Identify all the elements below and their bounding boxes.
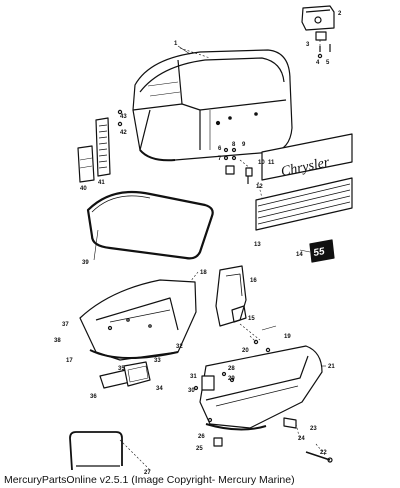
callout-leaders — [93, 45, 326, 367]
callout-8: 8 — [232, 142, 236, 148]
callout-16: 16 — [250, 278, 257, 284]
cowl-seal — [86, 190, 214, 260]
callout-6: 6 — [218, 146, 222, 152]
cowl-plates — [99, 361, 151, 389]
callout-29: 29 — [228, 376, 235, 382]
callout-3: 3 — [306, 42, 310, 48]
fasteners-lower — [207, 417, 333, 463]
callout-36: 36 — [90, 394, 97, 400]
lower-cowl-right — [199, 339, 323, 431]
callout-39: 39 — [82, 260, 89, 266]
lower-cowl-left — [79, 279, 197, 361]
callout-24: 24 — [298, 436, 305, 442]
latch-assembly-upper — [301, 5, 335, 59]
latch-hardware-lower — [193, 371, 235, 391]
top-cowl — [132, 49, 293, 162]
callout-4: 4 — [316, 60, 320, 66]
callout-9: 9 — [242, 142, 246, 148]
callout-34: 34 — [156, 386, 163, 392]
callout-numbers: 1 2 3 4 5 6 7 8 9 10 11 12 13 14 15 16 1… — [54, 11, 342, 476]
callout-5: 5 — [326, 60, 330, 66]
callout-18: 18 — [200, 270, 207, 276]
side-vent-panel — [77, 109, 123, 183]
callout-25: 25 — [196, 446, 203, 452]
callout-20: 20 — [242, 348, 249, 354]
chrysler-decal — [255, 133, 353, 231]
callout-17: 17 — [66, 358, 73, 364]
callout-32: 32 — [176, 344, 183, 350]
callout-2: 2 — [338, 11, 342, 17]
callout-21: 21 — [328, 364, 335, 370]
callout-15: 15 — [248, 316, 255, 322]
callout-23: 23 — [310, 426, 317, 432]
callout-38: 38 — [54, 338, 61, 344]
callout-26: 26 — [198, 434, 205, 440]
callout-7: 7 — [218, 156, 222, 162]
callout-22: 22 — [320, 450, 327, 456]
callout-35: 35 — [118, 366, 125, 372]
callout-37: 37 — [62, 322, 69, 328]
latch-bracket — [215, 265, 247, 327]
callout-43: 43 — [120, 114, 127, 120]
callout-31: 31 — [190, 374, 197, 380]
image-caption: MercuryPartsOnline v2.5.1 (Image Copyrig… — [4, 474, 295, 486]
callout-40: 40 — [80, 186, 87, 192]
callout-12: 12 — [256, 184, 263, 190]
callout-30: 30 — [188, 388, 195, 394]
hp-badge — [309, 239, 335, 263]
callout-1: 1 — [174, 41, 178, 47]
callout-14: 14 — [296, 252, 303, 258]
callout-11: 11 — [268, 160, 275, 166]
hp-badge-text: 55 — [313, 246, 326, 259]
leader-lines — [119, 40, 327, 471]
callout-19: 19 — [284, 334, 291, 340]
callout-41: 41 — [98, 180, 105, 186]
callout-27: 27 — [144, 470, 151, 476]
callout-28: 28 — [228, 366, 235, 372]
callout-33: 33 — [154, 358, 161, 364]
callout-13: 13 — [254, 242, 261, 248]
carry-handle — [69, 431, 123, 471]
callout-42: 42 — [120, 130, 127, 136]
callout-10: 10 — [258, 160, 265, 166]
